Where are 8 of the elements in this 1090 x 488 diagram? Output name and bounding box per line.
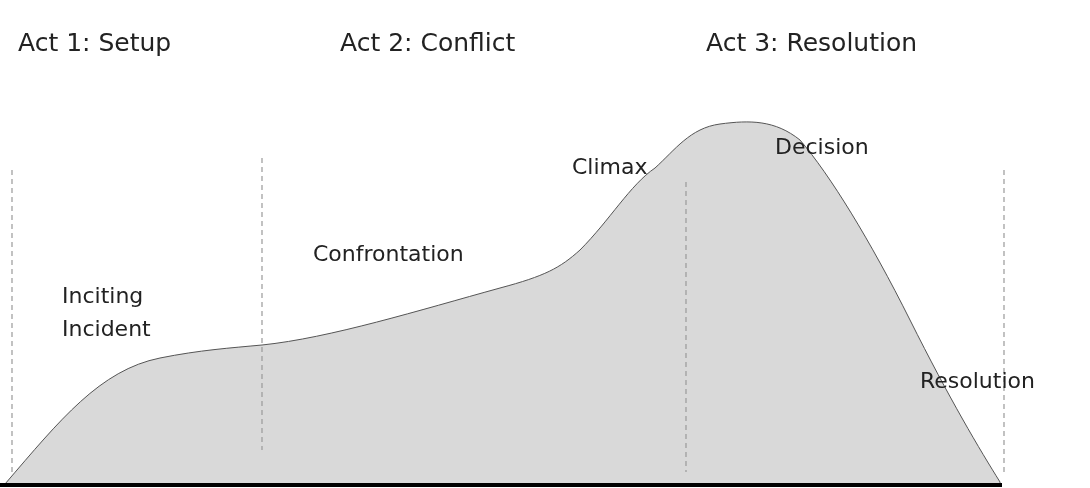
plot-point-label: Inciting Incident xyxy=(62,282,152,343)
act-heading: Act 3: Resolution xyxy=(706,27,918,59)
act-heading: Act 2: Conflict xyxy=(340,27,516,59)
plot-point-label: Resolution xyxy=(920,367,1035,395)
plot-point-label: Decision xyxy=(775,133,869,161)
plot-point-label: Climax xyxy=(572,153,648,181)
act-heading: Act 1: Setup xyxy=(18,27,172,59)
plot-point-label: Confrontation xyxy=(313,240,464,268)
